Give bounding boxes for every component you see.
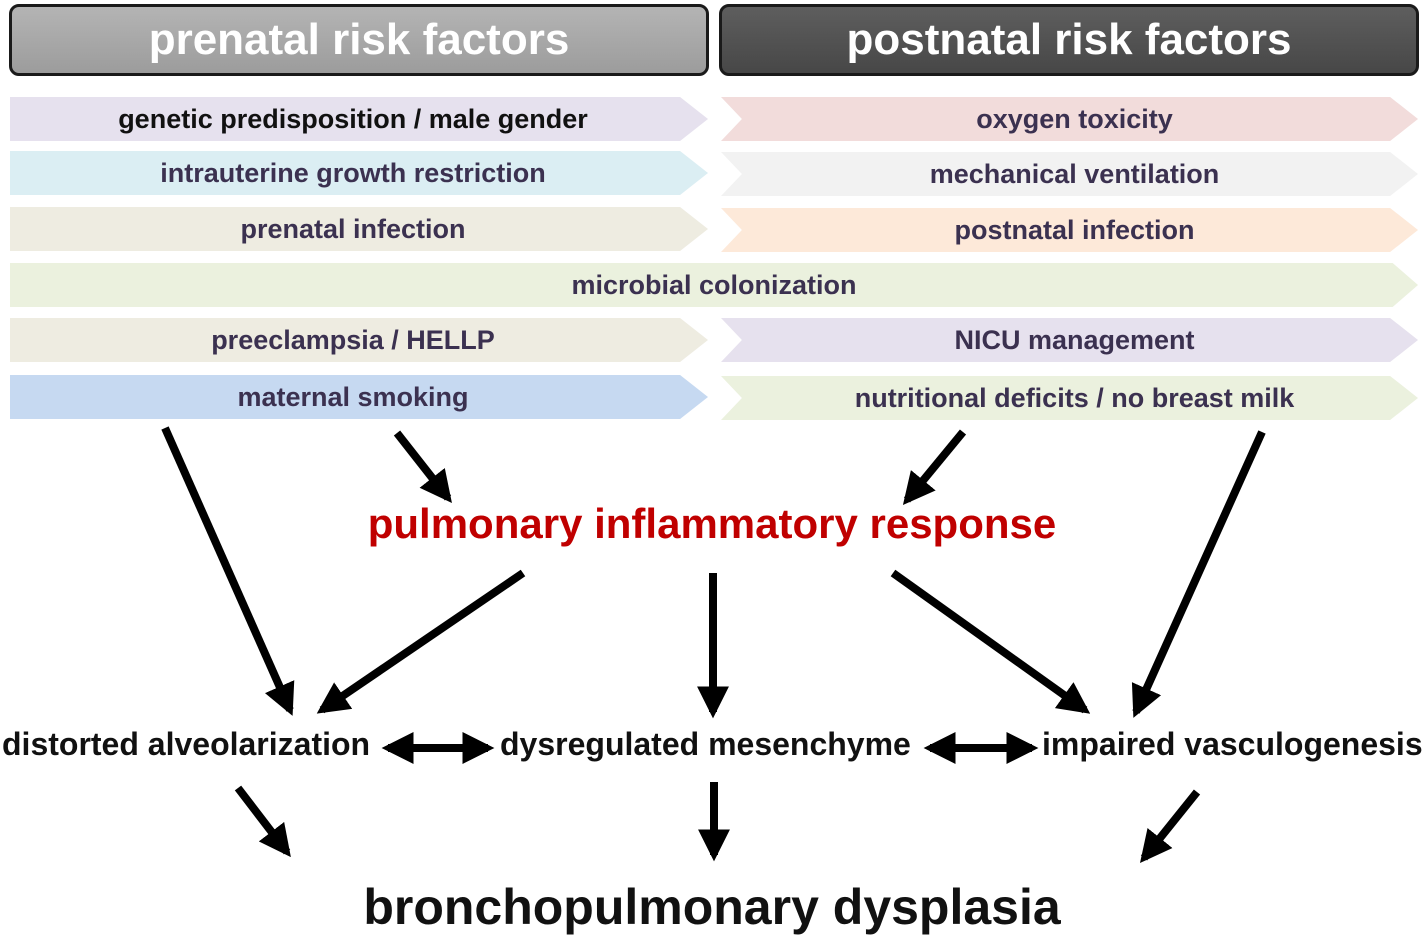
factor-prenatal-infection: prenatal infection: [10, 207, 708, 251]
arrow-postnatal-to-inflammation: [902, 429, 967, 505]
factor-intrauterine-growth-restriction: intrauterine growth restriction: [10, 151, 708, 195]
distorted-alveolarization-label: distorted alveolarization: [2, 726, 371, 762]
factor-mechanical-ventilation: mechanical ventilation: [721, 152, 1418, 196]
arrow-postnatal-to-vasculo: [1131, 430, 1266, 718]
dysregulated-mesenchyme-label: dysregulated mesenchyme: [500, 726, 911, 762]
factor-postnatal-infection: postnatal infection: [721, 208, 1418, 252]
inflammatory-response-label: pulmonary inflammatory response: [367, 500, 1057, 547]
factor-nicu-management: NICU management: [721, 318, 1418, 362]
arrow-alveolar-to-bpd: [234, 785, 291, 858]
factor-oxygen-toxicity: oxygen toxicity: [721, 97, 1418, 141]
impaired-vasculogenesis-label: impaired vasculogenesis: [1042, 726, 1423, 762]
factor-maternal-smoking: maternal smoking: [10, 375, 708, 419]
arrow-prenatal-to-inflammation: [393, 430, 452, 504]
factor-microbial-colonization: microbial colonization: [10, 263, 1418, 307]
postnatal-header: postnatal risk factors: [719, 4, 1419, 76]
factor-genetic-predisposition: genetic predisposition / male gender: [10, 97, 708, 141]
arrow-inflammation-to-vasculo: [890, 569, 1091, 714]
factor-preeclampsia: preeclampsia / HELLP: [10, 318, 708, 362]
arrow-inflammation-to-alveolar: [316, 569, 526, 714]
factor-nutritional-deficits: nutritional deficits / no breast milk: [721, 376, 1418, 420]
prenatal-header: prenatal risk factors: [9, 4, 709, 76]
arrow-vasculo-to-bpd: [1139, 789, 1201, 863]
arrow-prenatal-to-alveolar: [161, 426, 295, 716]
bronchopulmonary-dysplasia-label: bronchopulmonary dysplasia: [363, 879, 1061, 935]
